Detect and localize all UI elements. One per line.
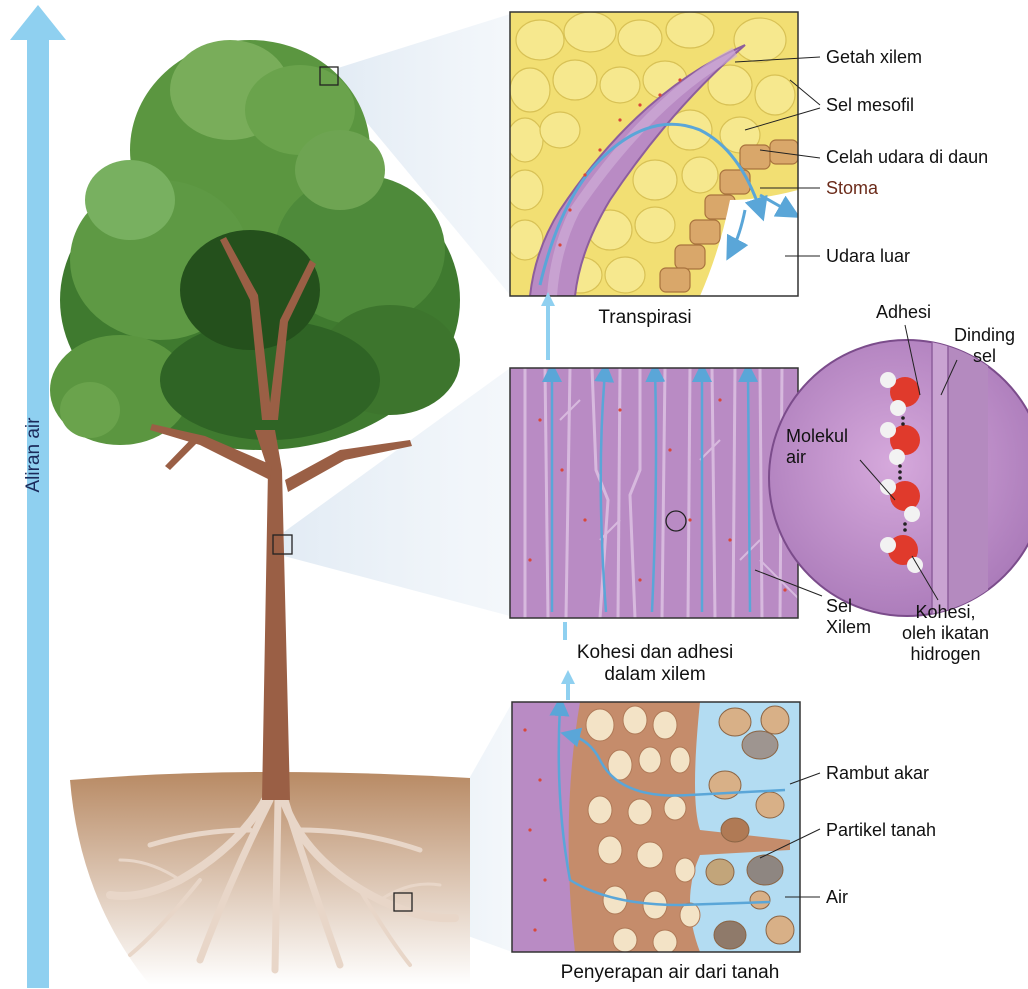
cohesion-caption-line2: dalam xilem: [540, 664, 770, 686]
label-molekul-air: Molekul air: [786, 426, 848, 468]
absorption-caption: Penyerapan air dari tanah: [520, 962, 820, 984]
label-getah-xilem: Getah xilem: [826, 47, 922, 68]
label-sel-mesofil: Sel mesofil: [826, 95, 914, 116]
label-celah-udara: Celah udara di daun: [826, 147, 988, 168]
label-adhesi: Adhesi: [876, 302, 931, 323]
molecule-circle: [769, 330, 1028, 630]
label-rambut-akar: Rambut akar: [826, 763, 929, 784]
label-dinding-sel: Dinding sel: [954, 325, 1015, 367]
root-absorption-panel: [512, 702, 800, 954]
label-air: Air: [826, 887, 848, 908]
cohesion-caption-line1: Kohesi dan adhesi: [540, 642, 770, 664]
label-sel-xilem: Sel Xilem: [826, 596, 871, 638]
water-flow-label: Aliran air: [23, 385, 47, 525]
xylem-panel: [510, 368, 800, 618]
label-partikel-tanah: Partikel tanah: [826, 820, 936, 841]
label-udara-luar: Udara luar: [826, 246, 910, 267]
transpiration-panel: [507, 12, 798, 296]
label-stoma: Stoma: [826, 178, 878, 199]
transpiration-caption: Transpirasi: [540, 307, 750, 329]
label-kohesi: Kohesi, oleh ikatan hidrogen: [902, 602, 989, 665]
